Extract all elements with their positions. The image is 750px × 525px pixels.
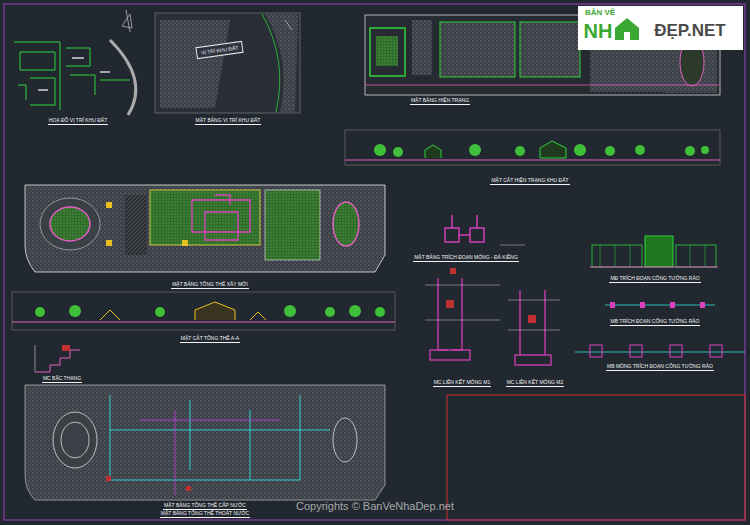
drawing-title: MẶT BẰNG TRÍCH ĐOẠN MÓNG - ĐÀ KIỀNG bbox=[413, 255, 519, 262]
drawing-title: MC LIÊN KẾT MÓNG M1 bbox=[433, 380, 492, 387]
drawing-title: MC LIÊN KẾT MÓNG M2 bbox=[506, 380, 565, 387]
drawing-title: HOẠ ĐỒ VỊ TRÍ KHU ĐẤT bbox=[48, 118, 109, 125]
drawing-title: MẶT BẰNG VỊ TRÍ KHU ĐẤT bbox=[195, 118, 262, 125]
logo-text: ĐẸP.NET bbox=[654, 22, 726, 41]
logo-text: NH bbox=[584, 20, 613, 42]
drawing-title: MẶT CẮT HIỆN TRẠNG KHU ĐẤT bbox=[490, 178, 569, 185]
watermark: Copyrights © BanVeNhaDep.net bbox=[296, 500, 454, 512]
drawing-title: MĐ TRÍCH ĐOẠN CỔNG TƯỜNG RÀO bbox=[609, 276, 700, 283]
drawing-title: MẶT BẰNG HIỆN TRẠNG bbox=[410, 98, 470, 105]
drawing-title: MB MÓNG TRÍCH ĐOẠN CỔNG TƯỜNG RÀO bbox=[606, 364, 714, 371]
logo-text: BẢN VẼ bbox=[585, 9, 615, 18]
drawing-title: MB TRÍCH ĐOẠN CỔNG TƯỜNG RÀO bbox=[610, 319, 701, 326]
drawing-title: MẶT CẮT TỔNG THỂ A-A bbox=[180, 336, 240, 343]
drawing-title: MẶT BẰNG TỔNG THỂ CẤP NƯỚC bbox=[163, 503, 247, 510]
marker-text: VỊ TRÍ KHU ĐẤT bbox=[201, 44, 239, 55]
drawing-title: MẶT BẰNG TỔNG THỂ THOÁT NƯỚC bbox=[160, 511, 250, 518]
drawing-title: MẶT BẰNG TỔNG THỂ XÂY MỚI bbox=[171, 282, 249, 289]
drawing-title: MC BẬC THANG bbox=[42, 376, 82, 383]
